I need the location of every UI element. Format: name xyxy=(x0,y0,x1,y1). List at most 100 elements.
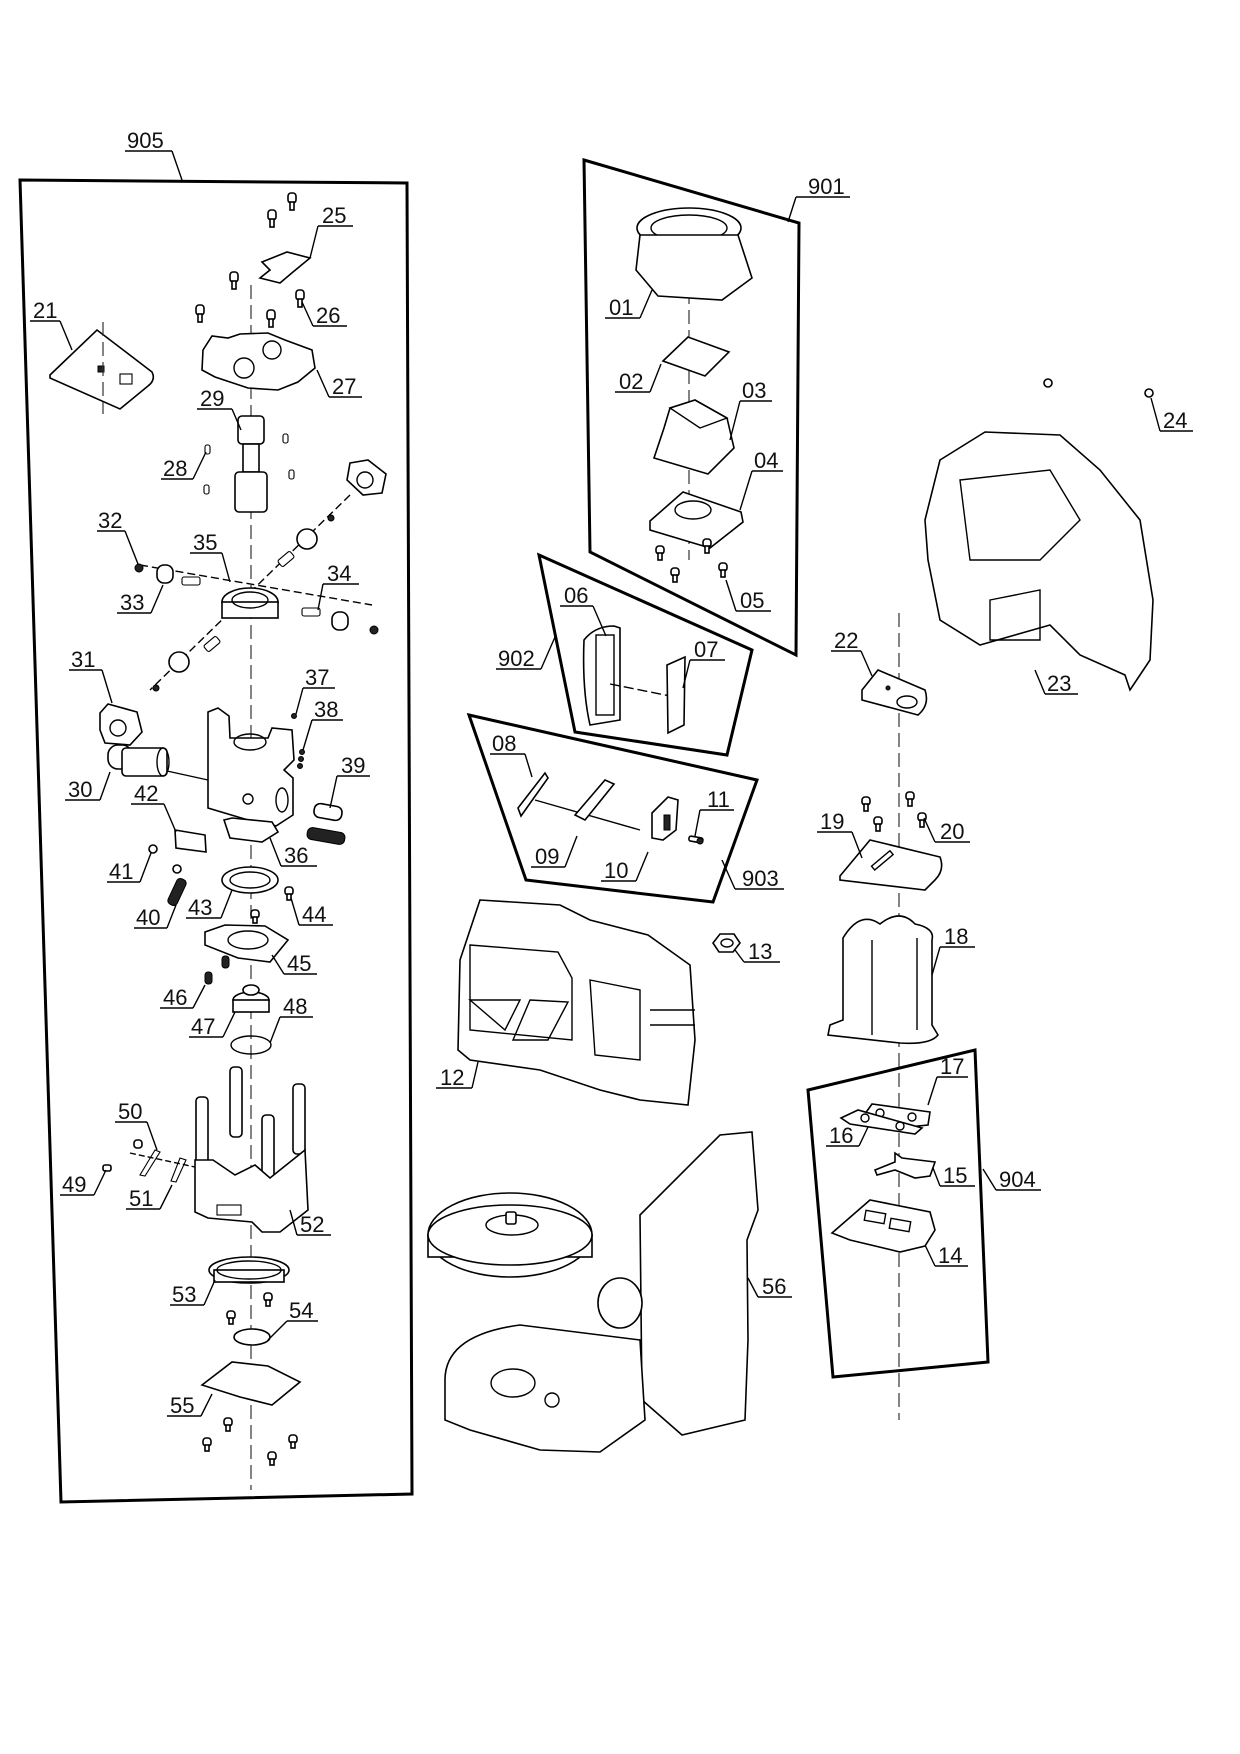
label-50: 50 xyxy=(118,1099,142,1124)
label-32: 32 xyxy=(98,508,122,533)
part-41: 41 xyxy=(107,844,182,884)
label-40: 40 xyxy=(136,905,160,930)
part-22: 22 xyxy=(831,628,928,716)
part-36: 36 xyxy=(207,707,317,868)
group-904-label: 904 xyxy=(999,1167,1036,1192)
group-901-label: 901 xyxy=(808,174,845,199)
label-33: 33 xyxy=(120,590,144,615)
group-904: 904 xyxy=(806,1048,1041,1379)
part-46: 46 xyxy=(160,955,230,1010)
part-18: 18 xyxy=(827,915,975,1045)
part-05: 05 xyxy=(655,538,771,613)
part-13: 13 xyxy=(712,933,780,964)
label-22: 22 xyxy=(834,628,858,653)
part-27: 27 xyxy=(201,332,362,399)
label-56: 56 xyxy=(762,1274,786,1299)
group-905-label: 905 xyxy=(127,128,164,153)
group-901-frame xyxy=(582,157,801,658)
group-903-label: 903 xyxy=(742,866,779,891)
part-21: 21 xyxy=(30,298,155,414)
label-49: 49 xyxy=(62,1172,86,1197)
part-04: 04 xyxy=(649,448,783,549)
part-55: 55 xyxy=(167,1361,302,1418)
part-52: 52 xyxy=(194,1066,331,1237)
label-02: 02 xyxy=(619,369,643,394)
label-42: 42 xyxy=(134,781,158,806)
label-12: 12 xyxy=(440,1065,464,1090)
gimbal-parts xyxy=(134,494,379,692)
group-902-frame xyxy=(536,552,754,757)
label-17: 17 xyxy=(940,1054,964,1079)
part-37: 37 xyxy=(291,665,335,719)
label-51: 51 xyxy=(129,1186,153,1211)
label-14: 14 xyxy=(938,1243,962,1268)
part-26: 26 xyxy=(301,301,347,328)
label-24: 24 xyxy=(1163,408,1187,433)
label-03: 03 xyxy=(742,378,766,403)
part-09: 09 xyxy=(531,779,616,869)
label-20: 20 xyxy=(940,819,964,844)
part-32: 32 xyxy=(97,508,139,565)
part-38: 38 xyxy=(297,697,343,769)
part-02: 02 xyxy=(615,336,731,394)
label-09: 09 xyxy=(535,844,559,869)
part-28: 28 xyxy=(161,433,295,495)
label-16: 16 xyxy=(829,1123,853,1148)
screws-bottom-1 xyxy=(226,1292,273,1325)
part-15: 15 xyxy=(873,1151,975,1188)
label-52: 52 xyxy=(300,1212,324,1237)
label-10: 10 xyxy=(604,858,628,883)
part-01: 01 xyxy=(605,207,753,320)
part-31: 31 xyxy=(69,647,143,746)
part-25: 25 xyxy=(258,203,353,284)
part-53: 53 xyxy=(170,1256,290,1307)
label-26: 26 xyxy=(316,303,340,328)
part-49: 49 xyxy=(60,1164,112,1197)
label-23: 23 xyxy=(1047,671,1071,696)
part-10: 10 xyxy=(601,796,679,883)
label-18: 18 xyxy=(944,924,968,949)
part-42: 42 xyxy=(131,781,207,853)
label-25: 25 xyxy=(322,203,346,228)
label-13: 13 xyxy=(748,939,772,964)
label-06: 06 xyxy=(564,583,588,608)
label-53: 53 xyxy=(172,1282,196,1307)
part-54: 54 xyxy=(233,1298,318,1346)
label-28: 28 xyxy=(163,456,187,481)
screws-top xyxy=(195,192,305,328)
label-38: 38 xyxy=(314,697,338,722)
label-19: 19 xyxy=(820,809,844,834)
group-905-frame xyxy=(18,178,414,1504)
part-51: 51 xyxy=(126,1152,196,1211)
label-30: 30 xyxy=(68,777,92,802)
part-20: 20 xyxy=(861,791,970,844)
label-43: 43 xyxy=(188,895,212,920)
part-39: 39 xyxy=(306,753,370,845)
part-06: 06 xyxy=(560,583,681,726)
part-03: 03 xyxy=(652,378,772,475)
group-903-frame xyxy=(466,712,759,904)
group-905: 905 xyxy=(18,128,414,1504)
label-48: 48 xyxy=(283,994,307,1019)
part-07: 07 xyxy=(666,637,725,735)
label-41: 41 xyxy=(109,859,133,884)
part-34: 34 xyxy=(317,561,359,611)
part-56: 56 xyxy=(427,1131,792,1453)
label-35: 35 xyxy=(193,530,217,555)
label-47: 47 xyxy=(191,1014,215,1039)
part-33: 33 xyxy=(117,584,164,615)
label-45: 45 xyxy=(287,951,311,976)
label-54: 54 xyxy=(289,1298,313,1323)
label-34: 34 xyxy=(327,561,351,586)
part-43: 43 xyxy=(186,866,279,920)
label-31: 31 xyxy=(71,647,95,672)
part-19: 19 xyxy=(817,809,943,891)
part-11: 11 xyxy=(688,787,734,845)
label-36: 36 xyxy=(284,843,308,868)
part-14: 14 xyxy=(830,1199,968,1268)
label-44: 44 xyxy=(302,902,326,927)
label-27: 27 xyxy=(332,374,356,399)
part-48: 48 xyxy=(230,994,313,1055)
part-44: 44 xyxy=(250,886,333,927)
